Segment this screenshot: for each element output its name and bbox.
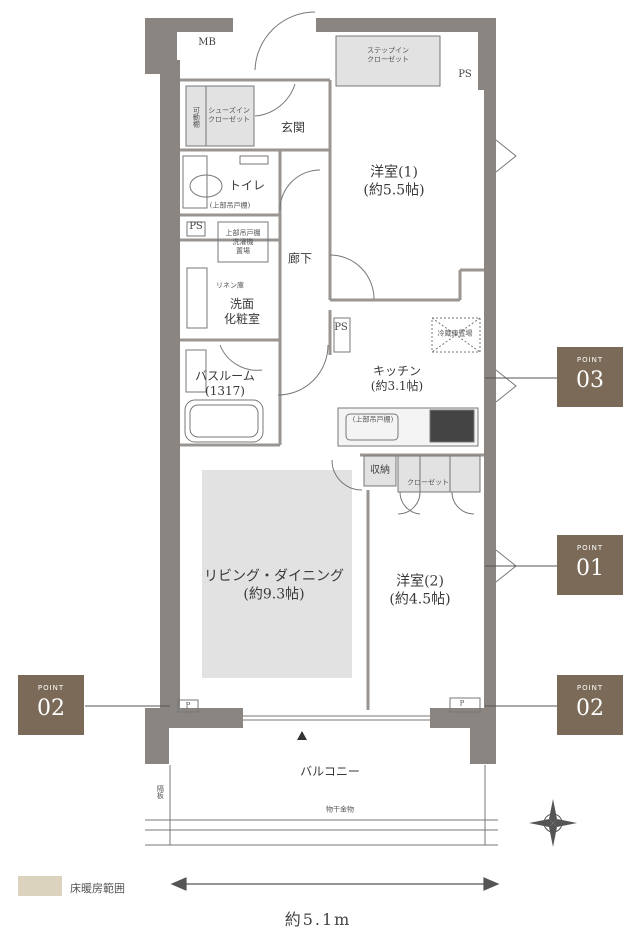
toilet-label: トイレ	[228, 178, 266, 193]
pointer-lines	[85, 377, 557, 707]
outer-walls	[145, 18, 496, 764]
closet-label: クローゼット	[407, 478, 449, 487]
interior-walls	[180, 78, 484, 710]
clothes-hanger-label: 物干金物	[326, 805, 354, 814]
bathroom-label: バスルーム(1317)	[195, 369, 255, 398]
legend-label: 床暖房範囲	[70, 882, 125, 895]
storage-label: 収納	[370, 464, 390, 476]
dimension-label: 約5.1m	[284, 910, 352, 929]
laundry-label: 上部吊戸棚洗濯機置場	[225, 228, 261, 255]
entrance-arrow-icon	[297, 731, 307, 740]
kitchen-shelf-label: (上部吊戸棚)	[352, 415, 394, 424]
movable-shelf-label: 可動棚	[192, 106, 201, 128]
western2-label: 洋室(2)(約4.5帖)	[389, 573, 451, 608]
linen-label: リネン庫	[216, 281, 244, 290]
dimension-arrow	[170, 877, 500, 891]
floor-heating-area	[202, 470, 352, 678]
pipe-label-right: P	[459, 699, 465, 708]
ps-label-kitchen: PS	[334, 321, 348, 333]
compass-icon	[529, 799, 577, 847]
pipe-label-left: P	[185, 701, 191, 710]
ps-label-top: PS	[458, 68, 472, 80]
toilet-shelf-label: (上部吊戸棚)	[209, 201, 251, 210]
western1-label: 洋室(1)(約5.5帖)	[363, 164, 425, 199]
washroom-label: 洗面化粧室	[223, 297, 261, 326]
kitchen-label: キッチン(約3.1帖)	[370, 364, 424, 393]
fixtures	[145, 35, 498, 846]
corridor-label: 廊下	[287, 251, 313, 266]
door-swings	[219, 11, 517, 583]
partition-label: 隔板	[156, 785, 165, 799]
ps-label-toilet: PS	[189, 220, 203, 232]
shoes-closet-label: シューズインクローゼット	[208, 106, 250, 123]
balcony-label: バルコニー	[300, 764, 360, 779]
living-label: リビング・ダイニング(約9.3帖)	[204, 568, 344, 603]
walkin-closet-label: ステップインクローゼット	[367, 46, 409, 63]
fridge-label: 冷蔵庫置場	[437, 329, 473, 338]
entrance-label: 玄関	[280, 120, 306, 135]
legend-swatch	[18, 876, 62, 896]
mb-label: MB	[198, 36, 216, 48]
